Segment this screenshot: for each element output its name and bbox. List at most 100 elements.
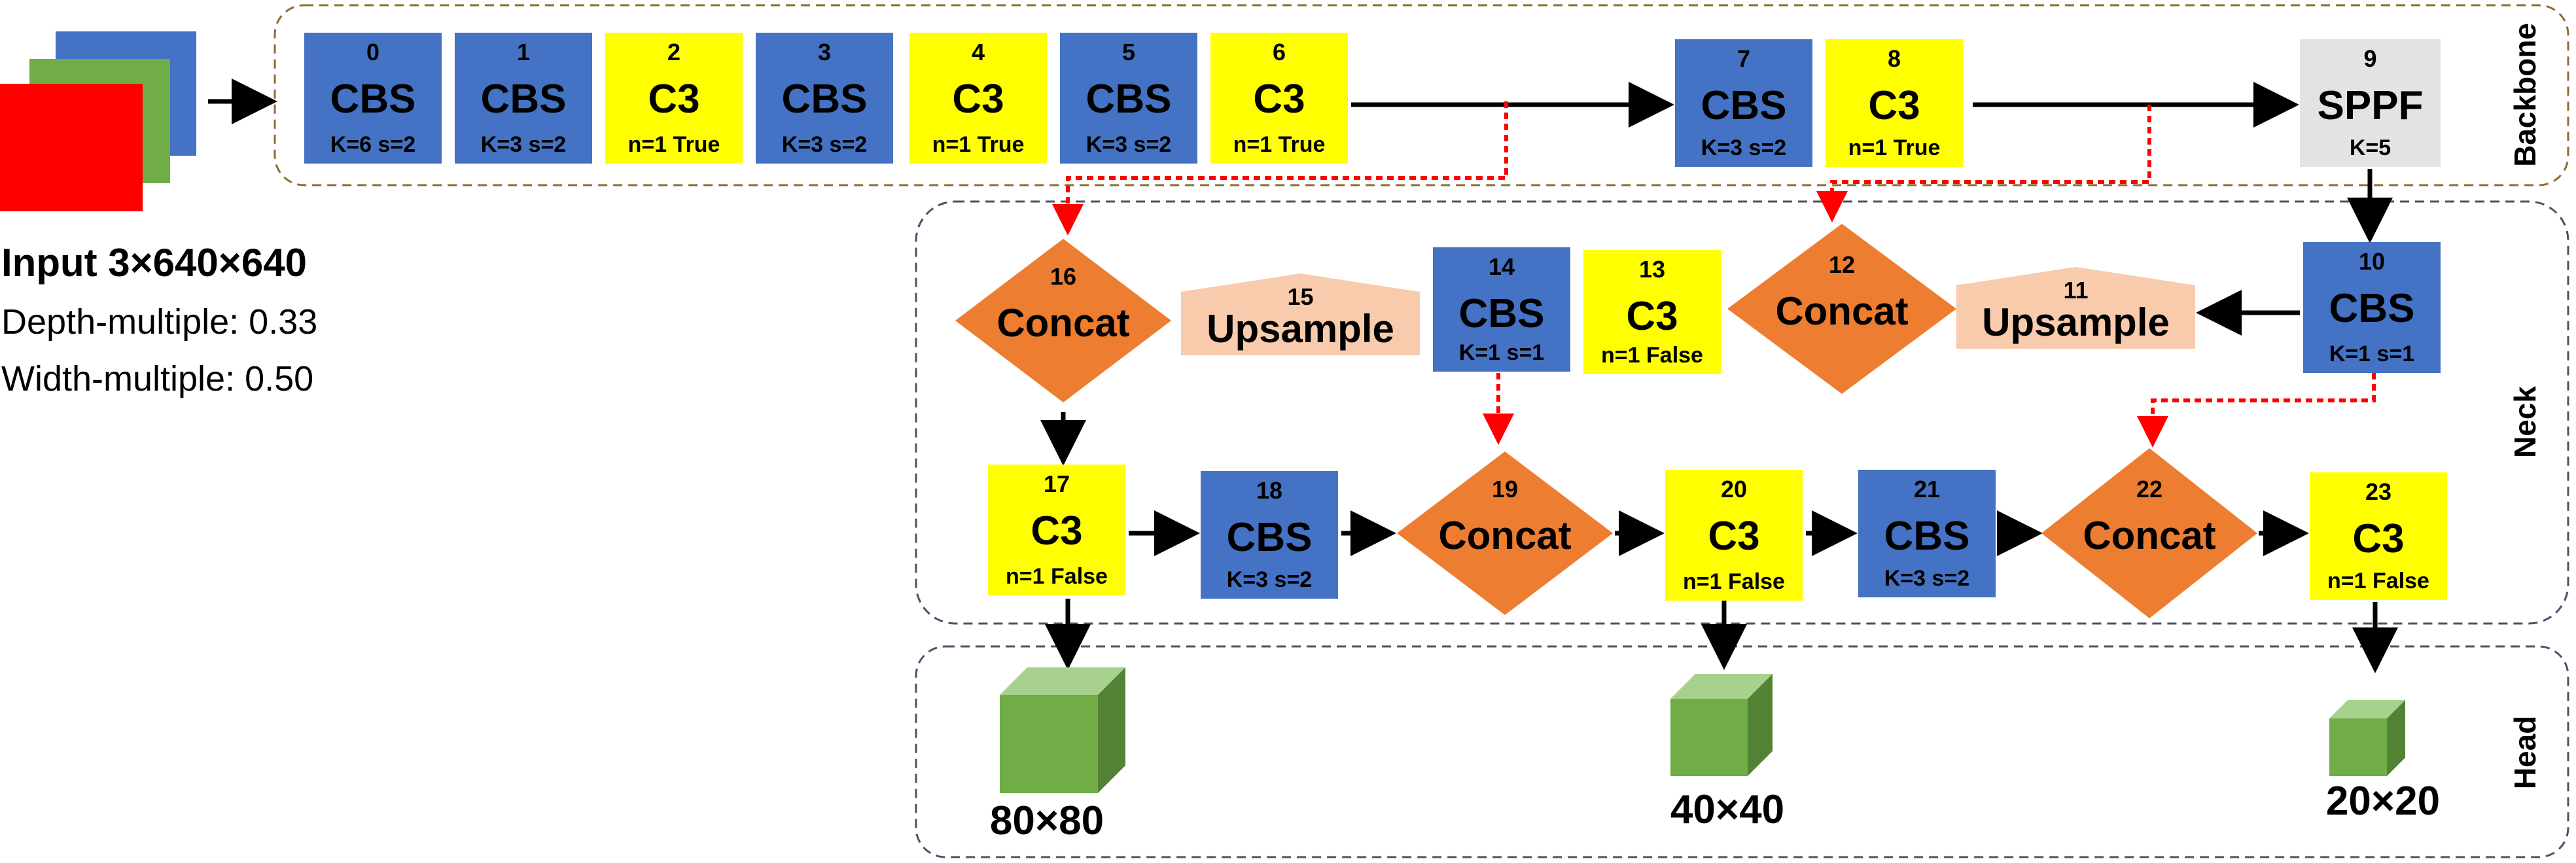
node-index: 12: [1829, 251, 1855, 278]
node-param: K=1 s=1: [2329, 342, 2414, 366]
block-rect: [1826, 39, 1963, 167]
concat-diamond: [955, 239, 1171, 402]
node-type: Concat: [2083, 514, 2215, 557]
node-type: CBS: [1086, 77, 1172, 122]
route-8-12: [1816, 105, 2151, 222]
block-rect: [2300, 39, 2441, 167]
node-index: 11: [2063, 277, 2088, 304]
node-index: 3: [818, 39, 831, 65]
block-rect: [1210, 33, 1348, 164]
output-cube-2: 40×40: [1670, 674, 1784, 832]
node-type: CBS: [330, 77, 416, 122]
block-rect: [1060, 33, 1197, 164]
concat-diamond: [1397, 451, 1613, 615]
node-param: n=1 True: [1848, 135, 1941, 160]
node-index: 21: [1914, 476, 1940, 502]
cube-front: [1000, 695, 1098, 793]
node-param: K=3 s=2: [1086, 132, 1171, 157]
cube-side: [1748, 674, 1773, 776]
cube-side: [2387, 700, 2405, 776]
block-rect: [1433, 247, 1570, 372]
block-rect: [605, 33, 743, 164]
node-index: 6: [1273, 39, 1286, 65]
node-index: 22: [2136, 476, 2162, 502]
block-rect: [1201, 471, 1338, 599]
concat-diamond: [1727, 224, 1956, 394]
node-index: 4: [972, 39, 985, 65]
node-type: CBS: [1227, 515, 1313, 560]
node-index: 10: [2359, 248, 2385, 275]
block-rect: [988, 465, 1125, 595]
node-type: Concat: [997, 301, 1129, 345]
node-index: 0: [366, 39, 379, 65]
node-index: 23: [2365, 478, 2391, 505]
block-rect: [1858, 470, 1996, 597]
depth-multiple-text: Depth-multiple: 0.33: [1, 302, 317, 342]
block-rect: [2303, 242, 2441, 373]
node-param: n=1 True: [932, 132, 1025, 157]
node-index: 19: [1492, 476, 1518, 502]
output-cube-3: 20×20: [2326, 700, 2440, 824]
cube-top: [2329, 700, 2405, 718]
node-index: 16: [1050, 263, 1076, 290]
node-type: Concat: [1775, 289, 1908, 333]
node-type: C3: [1868, 83, 1920, 128]
route-6-16: [1052, 101, 1508, 236]
edges: [1040, 82, 2398, 673]
node-index: 17: [1044, 470, 1070, 497]
block-rect: [1583, 250, 1721, 374]
block-rect: [909, 33, 1047, 164]
output-size-label: 20×20: [2326, 779, 2440, 824]
head-section: [915, 645, 2569, 858]
output-size-label: 40×40: [1670, 787, 1784, 832]
node-index: 5: [1122, 39, 1135, 65]
node-type: C3: [1253, 77, 1305, 122]
node-param: K=3 s=2: [1884, 566, 1969, 591]
node-type: C3: [648, 77, 699, 122]
node-type: Upsample: [1207, 307, 1394, 351]
node-type: CBS: [1459, 291, 1545, 336]
node-param: n=1 False: [2327, 569, 2429, 593]
node-type: C3: [1626, 294, 1678, 339]
head-outputs: 80×80 40×40 20×20: [990, 667, 2440, 843]
route-10-22: [2137, 373, 2376, 448]
node-index: 13: [1639, 256, 1665, 283]
block-rect: [1665, 470, 1803, 601]
output-size-label: 80×80: [990, 798, 1104, 843]
node-param: K=3 s=2: [1227, 567, 1312, 592]
neck-label: Neck: [2508, 386, 2542, 458]
upsample-shape: [1181, 273, 1420, 355]
block-rect: [2310, 472, 2447, 600]
width-multiple-text: Width-multiple: 0.50: [1, 359, 313, 398]
node-index: 9: [2363, 45, 2376, 72]
node-param: n=1 False: [1006, 564, 1108, 589]
upsample-shape: [1956, 267, 2195, 349]
node-index: 7: [1737, 45, 1750, 72]
node-type: C3: [2352, 516, 2404, 561]
input-image-stack-icon: [0, 31, 196, 211]
node-index: 2: [667, 39, 680, 65]
node-type: CBS: [782, 77, 868, 122]
block-rect: [304, 33, 442, 164]
node-param: n=1 False: [1601, 343, 1703, 368]
